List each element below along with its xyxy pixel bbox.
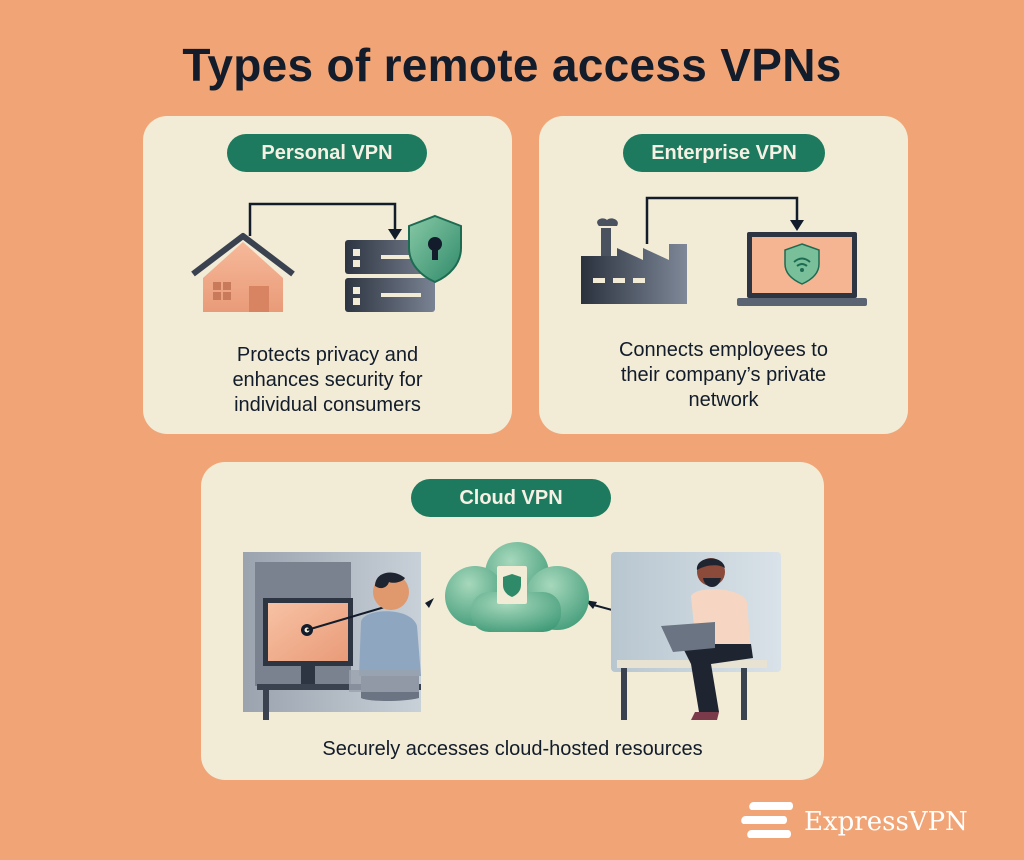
shield-lock-icon [408, 214, 462, 284]
connection-arrow [645, 196, 804, 244]
house-icon [191, 233, 295, 312]
page-title: Types of remote access VPNs [182, 39, 842, 91]
card-enterprise-vpn: Enterprise VPN Connects employees to the… [539, 116, 908, 434]
enterprise-vpn-label: Enterprise VPN [623, 134, 825, 172]
personal-vpn-label: Personal VPN [227, 134, 427, 172]
laptop-wifi-shield-icon [737, 232, 867, 306]
desktop-user-icon [243, 552, 421, 720]
brand-name: ExpressVPN [804, 807, 968, 837]
cloud-vpn-label: Cloud VPN [411, 479, 611, 517]
personal-vpn-description: Protects privacy and enhances security f… [232, 344, 423, 416]
card-personal-vpn: Personal VPN [143, 116, 512, 434]
cloud-vpn-description: Securely accesses cloud-hosted resources [322, 738, 703, 760]
card-cloud-vpn: Cloud VPN [201, 462, 824, 780]
laptop-user-icon [611, 552, 781, 720]
factory-icon [581, 218, 687, 304]
enterprise-vpn-description: Connects employees to their company’s pr… [618, 339, 828, 411]
cloud-shield-icon [445, 542, 589, 632]
expressvpn-logo-icon [741, 802, 793, 838]
server-icon [345, 240, 435, 312]
connection-arrow [248, 202, 402, 240]
